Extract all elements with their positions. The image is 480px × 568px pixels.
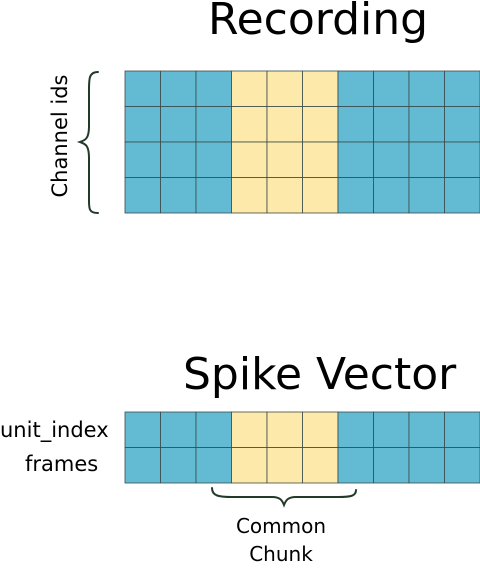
recording-cell-r3-c6 [338, 178, 374, 214]
recording-cell-r0-c1 [161, 71, 197, 107]
spike-cell-r0-c2 [196, 412, 232, 448]
spike-cell-r1-c9 [445, 448, 480, 484]
recording-cell-r3-c7 [374, 178, 410, 214]
recording-cell-r2-c9 [445, 142, 480, 178]
recording-cell-r2-c5 [303, 142, 339, 178]
row-label-unit-index: unit_index [0, 417, 109, 443]
spike-cell-r1-c6 [338, 448, 374, 484]
spike-cell-r1-c4 [267, 448, 303, 484]
recording-cell-r1-c7 [374, 107, 410, 143]
recording-cell-r1-c8 [409, 107, 445, 143]
spike-cell-r0-c1 [161, 412, 197, 448]
spike-cell-r1-c1 [161, 448, 197, 484]
recording-cell-r0-c3 [232, 71, 268, 107]
spike-cell-r1-c5 [303, 448, 339, 484]
recording-cell-r0-c8 [409, 71, 445, 107]
recording-cell-r3-c2 [196, 178, 232, 214]
recording-grid [125, 71, 480, 213]
recording-cell-r2-c7 [374, 142, 410, 178]
common-chunk-label: Common Chunk [205, 512, 357, 568]
recording-cell-r3-c5 [303, 178, 339, 214]
recording-cell-r2-c3 [232, 142, 268, 178]
spike-vector-title: Spike Vector [183, 349, 456, 401]
recording-cell-r2-c6 [338, 142, 374, 178]
recording-cell-r1-c3 [232, 107, 268, 143]
spike-cell-r0-c8 [409, 412, 445, 448]
recording-cell-r1-c0 [125, 107, 161, 143]
spike-cell-r0-c9 [445, 412, 480, 448]
recording-cell-r1-c6 [338, 107, 374, 143]
spike-cell-r1-c7 [374, 448, 410, 484]
spike-cell-r1-c8 [409, 448, 445, 484]
recording-cell-r0-c9 [445, 71, 480, 107]
spike-cell-r1-c2 [196, 448, 232, 484]
spike-cell-r0-c4 [267, 412, 303, 448]
spike-cell-r0-c7 [374, 412, 410, 448]
recording-cell-r2-c0 [125, 142, 161, 178]
recording-cell-r0-c0 [125, 71, 161, 107]
recording-cell-r3-c4 [267, 178, 303, 214]
recording-cell-r1-c4 [267, 107, 303, 143]
row-label-frames: frames [25, 451, 98, 477]
recording-cell-r0-c2 [196, 71, 232, 107]
spike-cell-r0-c5 [303, 412, 339, 448]
recording-cell-r0-c7 [374, 71, 410, 107]
recording-cell-r3-c9 [445, 178, 480, 214]
recording-cell-r3-c0 [125, 178, 161, 214]
recording-cell-r0-c4 [267, 71, 303, 107]
spike-vector-grid [125, 412, 480, 483]
recording-cell-r3-c8 [409, 178, 445, 214]
recording-cell-r2-c1 [161, 142, 197, 178]
recording-cell-r0-c6 [338, 71, 374, 107]
recording-cell-r2-c2 [196, 142, 232, 178]
spike-cell-r0-c0 [125, 412, 161, 448]
recording-cell-r2-c4 [267, 142, 303, 178]
spike-cell-r1-c3 [232, 448, 268, 484]
common-chunk-brace [212, 488, 356, 505]
channel-brace [80, 72, 98, 213]
recording-cell-r0-c5 [303, 71, 339, 107]
recording-cell-r1-c1 [161, 107, 197, 143]
recording-cell-r3-c3 [232, 178, 268, 214]
recording-cell-r1-c5 [303, 107, 339, 143]
recording-cell-r3-c1 [161, 178, 197, 214]
spike-cell-r1-c0 [125, 448, 161, 484]
recording-cell-r1-c9 [445, 107, 480, 143]
spike-cell-r0-c3 [232, 412, 268, 448]
recording-cell-r2-c8 [409, 142, 445, 178]
spike-cell-r0-c6 [338, 412, 374, 448]
recording-cell-r1-c2 [196, 107, 232, 143]
